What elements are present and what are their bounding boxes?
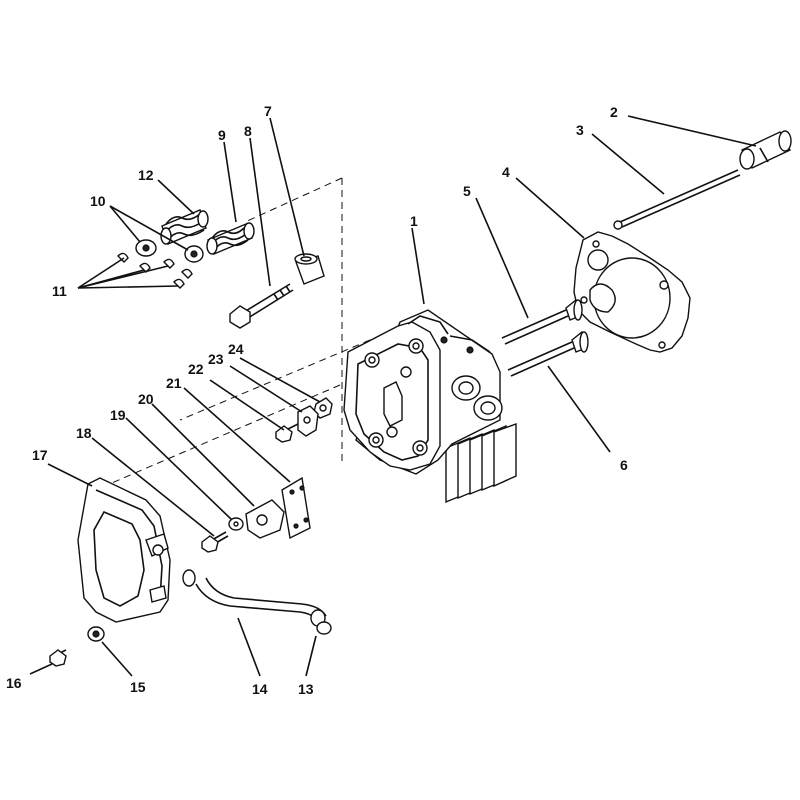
part-14-breather-hose: [182, 569, 327, 623]
part-7-spacer: [294, 253, 325, 285]
callout-13: 13: [298, 681, 314, 697]
callout-20: 20: [138, 391, 154, 407]
alignment-dashed-lines: [99, 177, 371, 489]
part-20-breather-valve: [245, 499, 285, 539]
callout-labels: 1 2 3 4 5 6 7 8 9 10 11 12 13 14 15 16 1…: [6, 103, 628, 697]
part-23-rocker-arm: [297, 405, 319, 437]
part-19-washer: [228, 517, 244, 531]
callout-22: 22: [188, 361, 204, 377]
callout-16: 16: [6, 675, 22, 691]
part-17-valve-cover: [77, 477, 171, 623]
callout-2: 2: [610, 104, 618, 120]
leader-lines: [29, 115, 757, 677]
part-15-grommet: [87, 626, 105, 642]
part-8-rocker-stud: [229, 283, 294, 329]
part-2-tappet: [739, 130, 792, 170]
callout-15: 15: [130, 679, 146, 695]
callout-12: 12: [138, 167, 154, 183]
callout-14: 14: [252, 681, 268, 697]
part-21-breather-gasket: [281, 476, 311, 540]
callout-3: 3: [576, 122, 584, 138]
callout-17: 17: [32, 447, 48, 463]
cooling-fins: [445, 423, 517, 504]
callout-9: 9: [218, 127, 226, 143]
callout-18: 18: [76, 425, 92, 441]
part-1-cylinder-head: [343, 309, 517, 504]
callout-11: 11: [52, 283, 67, 299]
part-22-bolt: [275, 423, 299, 443]
callout-6: 6: [620, 457, 628, 473]
callout-1: 1: [410, 213, 418, 229]
part-18-bolt: [201, 531, 229, 553]
part-13-hose-clamps: [310, 609, 332, 635]
callout-4: 4: [502, 164, 510, 180]
part-5-intake-valve: [501, 299, 583, 345]
callout-5: 5: [463, 183, 471, 199]
callout-7: 7: [264, 103, 272, 119]
part-4-gasket: [573, 231, 691, 353]
part-12-valve-spring: [160, 209, 209, 245]
part-11-valve-keepers: [117, 252, 193, 289]
part-10-spring-retainers: [135, 239, 204, 263]
part-16-bolt: [49, 649, 67, 667]
callout-23: 23: [208, 351, 224, 367]
part-9-valve-spring: [206, 222, 255, 255]
part-6-exhaust-valve: [507, 331, 589, 377]
callout-19: 19: [110, 407, 126, 423]
part-3-push-rod: [613, 169, 741, 230]
callout-8: 8: [244, 123, 252, 139]
callout-10: 10: [90, 193, 106, 209]
callout-24: 24: [228, 341, 244, 357]
callout-21: 21: [166, 375, 182, 391]
